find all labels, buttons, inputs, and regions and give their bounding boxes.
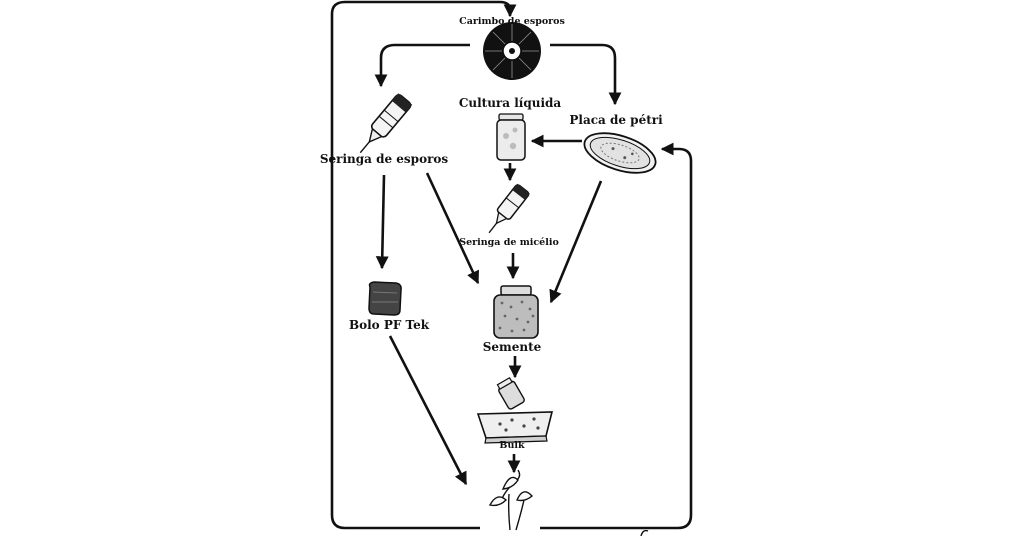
edge-spore-print-to-spore-syringe [374, 43, 470, 88]
label-grain-spawn: Semente [482, 340, 542, 354]
spore-syringe-icon [359, 93, 413, 154]
label-spore-syringe: Seringa de esporos [319, 152, 449, 166]
edge-spore-syringe-to-grain-spawn [425, 172, 480, 285]
edge-glyph-fragment [640, 529, 649, 536]
bulk-tray-icon [476, 376, 554, 444]
mycelium-syringe-icon [488, 183, 530, 234]
spore-print-icon [483, 22, 541, 80]
label-liquid-culture: Cultura líquida [458, 96, 562, 110]
label-petri-dish: Placa de pétri [569, 113, 663, 127]
label-spore-print: Carimbo de esporos [459, 16, 565, 27]
edge-spore-syringe-to-pf-cake [375, 174, 389, 270]
petri-dish-icon [583, 132, 657, 174]
edge-petri-dish-to-grain-spawn [549, 180, 603, 304]
edge-pf-cake-to-mushrooms [388, 335, 468, 486]
mushroom-icon [488, 469, 534, 531]
label-mycelium-syringe: Seringa de micélio [459, 237, 559, 248]
edge-mushrooms-to-petri-dish [540, 142, 693, 530]
label-bulk: Bulk [499, 440, 525, 451]
edge-spore-print-to-petri-dish [550, 43, 622, 106]
pf-cake-icon [368, 281, 402, 316]
label-pf-tek-cake: Bolo PF Tek [348, 318, 430, 332]
liquid-culture-jar-icon [496, 113, 526, 161]
grain-jar-icon [493, 285, 539, 339]
edge-mushrooms-to-spore-print [330, 0, 517, 530]
edges [330, 0, 693, 530]
